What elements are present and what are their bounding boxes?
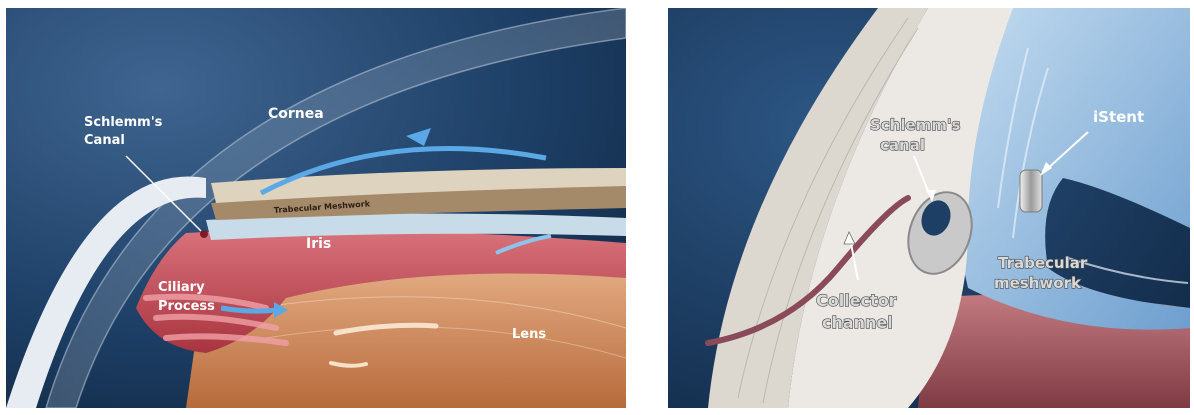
label-cornea: Cornea	[268, 106, 324, 122]
label-schlemms-canal-line1: Schlemm's	[84, 115, 163, 130]
label-schlemms-canal-line1: Schlemm's	[870, 116, 961, 134]
eye-anatomy-illustration: Cornea Schlemm's Canal Trabecular Meshwo…	[6, 8, 626, 408]
label-lens: Lens	[512, 327, 546, 342]
label-trabecular-meshwork-line1: Trabecular	[998, 254, 1088, 272]
istent-svg: Schlemm's canal iStent Collector channel…	[668, 8, 1190, 408]
label-collector-channel-line2: channel	[822, 313, 893, 332]
label-schlemms-canal-line2: canal	[880, 136, 925, 154]
eye-anatomy-svg: Cornea Schlemm's Canal Trabecular Meshwo…	[6, 8, 626, 408]
label-ciliary-process-line1: Ciliary	[158, 280, 205, 295]
label-schlemms-canal-line2: Canal	[84, 133, 125, 148]
label-ciliary-process-line2: Process	[158, 299, 215, 314]
schlemms-canal-dot	[200, 230, 208, 238]
label-collector-channel-line1: Collector	[816, 291, 897, 310]
istent-illustration: Schlemm's canal iStent Collector channel…	[668, 8, 1190, 408]
label-istent: iStent	[1093, 108, 1144, 126]
label-iris: Iris	[306, 236, 331, 252]
label-trabecular-meshwork-line2: meshwork	[994, 274, 1082, 292]
istent-device	[1020, 170, 1042, 212]
